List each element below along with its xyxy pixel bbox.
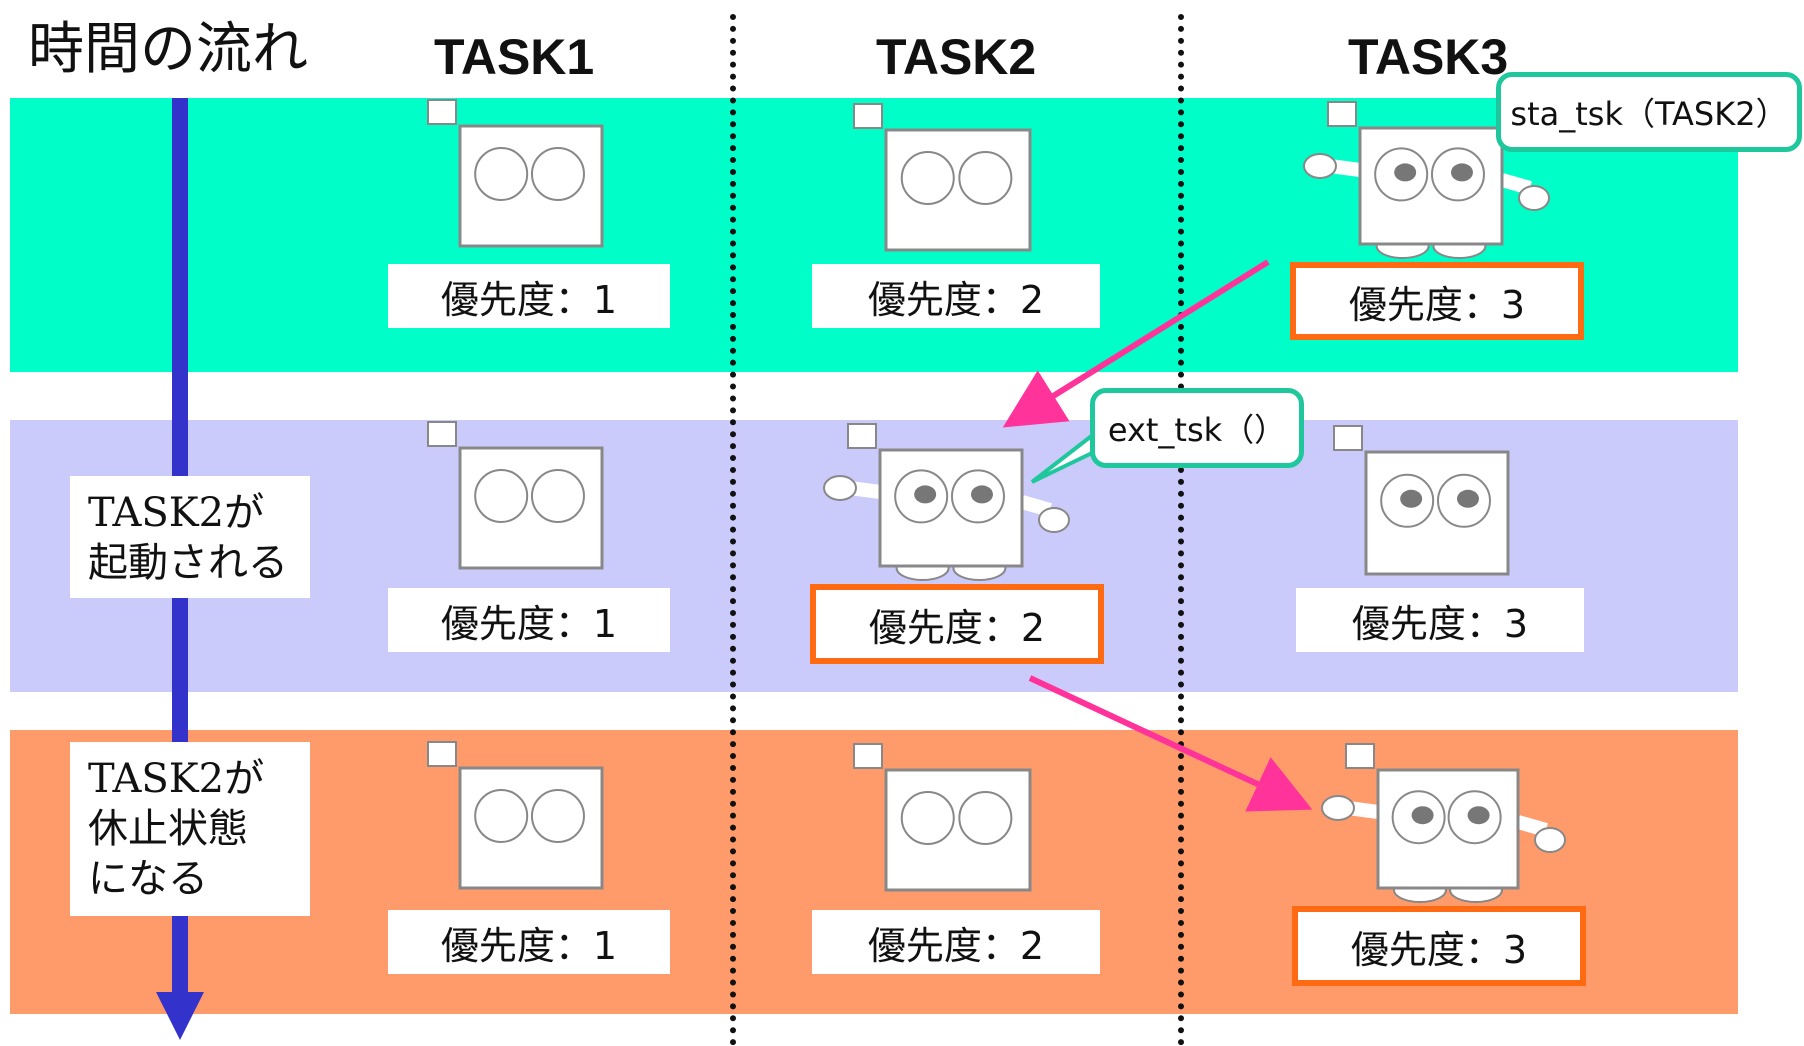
task3-header: TASK3 bbox=[1348, 29, 1509, 85]
priority-label-task1: 優先度：1 bbox=[388, 264, 670, 328]
time-flow-title: 時間の流れ bbox=[28, 17, 308, 82]
priority-label-task1: 優先度：1 bbox=[388, 910, 670, 974]
robot-icon-running bbox=[823, 423, 1070, 581]
time-arrow-head bbox=[156, 992, 204, 1040]
priority-label-task2: 優先度：2 bbox=[812, 264, 1100, 328]
ext-tsk-bubble-tail bbox=[1030, 429, 1096, 484]
task2-header: TASK2 bbox=[876, 29, 1037, 85]
priority-label-task2-highlighted: 優先度：2 bbox=[810, 584, 1104, 664]
ext-tsk-bubble: ext_tsk（） bbox=[1090, 388, 1304, 468]
robot-icon-idle bbox=[427, 99, 604, 248]
note-task2-dormant: TASK2が 休止状態 になる bbox=[70, 742, 310, 916]
robot-icon-running bbox=[1321, 743, 1566, 903]
transition-arrow-task2-to-task3 bbox=[1028, 675, 1313, 812]
robot-icon-ready bbox=[1333, 425, 1510, 576]
robot-icon-idle bbox=[427, 741, 604, 890]
robot-icon-idle bbox=[853, 743, 1032, 892]
priority-label-task3: 優先度：3 bbox=[1296, 588, 1584, 652]
priority-label-task2: 優先度：2 bbox=[812, 910, 1100, 974]
priority-label-task3-highlighted: 優先度：3 bbox=[1290, 262, 1584, 340]
task1-header: TASK1 bbox=[434, 29, 595, 85]
robot-icon-idle bbox=[427, 421, 604, 570]
priority-label-task3-highlighted: 優先度：3 bbox=[1292, 906, 1586, 986]
note-task2-started: TASK2が 起動される bbox=[70, 476, 310, 598]
robot-icon-idle bbox=[853, 103, 1032, 252]
sta-tsk-bubble: sta_tsk（TASK2） bbox=[1496, 72, 1802, 152]
transition-arrow-task3-to-task2 bbox=[1002, 259, 1270, 428]
column-separator-2 bbox=[1178, 14, 1184, 1046]
column-separator-1 bbox=[730, 14, 736, 1046]
robot-icon-running bbox=[1303, 101, 1550, 259]
priority-label-task1: 優先度：1 bbox=[388, 588, 670, 652]
